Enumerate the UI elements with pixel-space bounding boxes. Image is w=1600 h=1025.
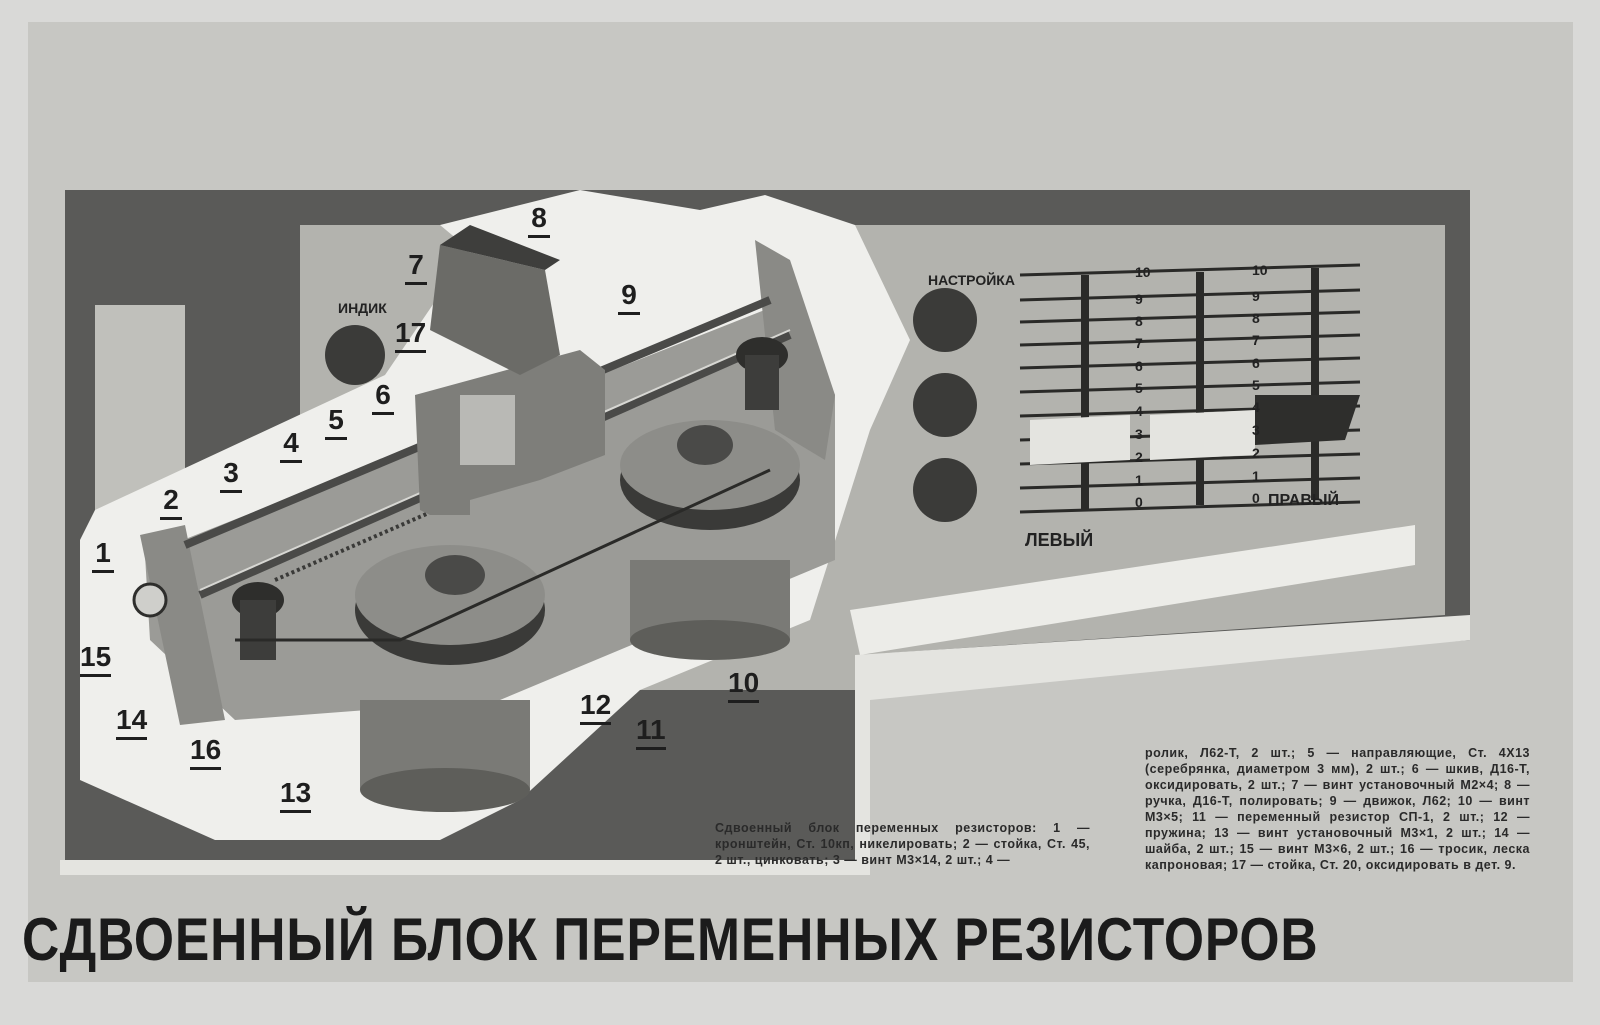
- scale-right-1: 1: [1252, 468, 1260, 484]
- knob-top: [440, 225, 560, 270]
- key-strip: [850, 525, 1415, 655]
- left-bracket: [140, 525, 225, 725]
- caption-left: Сдвоенный блок переменных резисторов: 1 …: [715, 821, 1090, 867]
- callout-10: 10: [728, 668, 760, 703]
- callout-13: 13: [280, 778, 312, 813]
- slider-cap-right: [1150, 410, 1255, 460]
- callout-14: 14: [116, 705, 148, 740]
- scale-right-3: 3: [1252, 422, 1260, 438]
- scale-left-1: 1: [1135, 472, 1143, 488]
- bracket-screw: [132, 582, 168, 618]
- scale-right-9: 9: [1252, 288, 1260, 304]
- callout-8: 8: [528, 203, 550, 238]
- right-channel-label: ПРАВЫЙ: [1268, 492, 1340, 509]
- scale-left-9: 9: [1135, 291, 1143, 307]
- callout-4: 4: [280, 428, 302, 463]
- cable: [235, 468, 771, 642]
- callout-5: 5: [325, 405, 347, 440]
- callout-3: 3: [220, 458, 242, 493]
- callout-17: 17: [395, 318, 427, 353]
- scale-left-4: 4: [1135, 403, 1143, 419]
- scale-right-10: 10: [1252, 262, 1268, 278]
- callout-2: 2: [160, 485, 182, 520]
- scale-left-8: 8: [1135, 313, 1143, 329]
- indicator-label: ИНДИК: [338, 300, 387, 316]
- scale-left-5: 5: [1135, 380, 1143, 396]
- resistor-bottom-left: [360, 768, 530, 812]
- scale-left-7: 7: [1135, 335, 1143, 351]
- resistor-bottom-right: [630, 620, 790, 660]
- callout-1: 1: [92, 538, 114, 573]
- tuning-label: НАСТРОЙКА: [928, 272, 1015, 288]
- scale-left-2: 2: [1135, 449, 1143, 465]
- scale-right-8: 8: [1252, 310, 1260, 326]
- pulley-right-top: [620, 420, 800, 510]
- scale-left-0: 0: [1135, 494, 1143, 510]
- scale-right-5: 5: [1252, 377, 1260, 393]
- left-channel-label: ЛЕВЫЙ: [1025, 530, 1094, 550]
- indicator-lamp: [325, 325, 385, 385]
- callout-12: 12: [580, 690, 612, 725]
- scale-left-3: 3: [1135, 426, 1143, 442]
- pulley-left-top: [355, 545, 545, 645]
- carriage-window: [460, 395, 515, 465]
- tuning-knob-3: [913, 458, 977, 522]
- callout-6: 6: [372, 380, 394, 415]
- scale-right-6: 6: [1252, 355, 1260, 371]
- bottom-shelf: [60, 615, 1470, 875]
- slider-cap-balance: [1255, 395, 1360, 445]
- headline-title: СДВОЕННЫЙ БЛОК ПЕРЕМЕННЫХ РЕЗИСТОРОВ: [22, 906, 1319, 973]
- scale-right-0: 0: [1252, 490, 1260, 506]
- caption-right: ролик, Л62-Т, 2 шт.; 5 — направляющие, С…: [1145, 746, 1530, 872]
- callout-7: 7: [405, 250, 427, 285]
- callout-15: 15: [80, 642, 112, 677]
- scale-left-10: 10: [1135, 264, 1151, 280]
- pulley-left-hub: [425, 555, 485, 595]
- callout-16: 16: [190, 735, 222, 770]
- tuning-knob-1: [913, 288, 977, 352]
- pulley-right-hub: [677, 425, 733, 465]
- scale-right-2: 2: [1252, 445, 1260, 461]
- callout-9: 9: [618, 280, 640, 315]
- roller-left-post: [240, 600, 276, 660]
- slider-cap-left: [1030, 415, 1130, 465]
- knob-handle: [430, 245, 560, 375]
- scale-right-4: 4: [1252, 399, 1260, 415]
- scale-left-6: 6: [1135, 358, 1143, 374]
- scale-right-7: 7: [1252, 332, 1260, 348]
- callout-11: 11: [636, 715, 666, 750]
- roller-right-post: [745, 355, 779, 410]
- tuning-knob-2: [913, 373, 977, 437]
